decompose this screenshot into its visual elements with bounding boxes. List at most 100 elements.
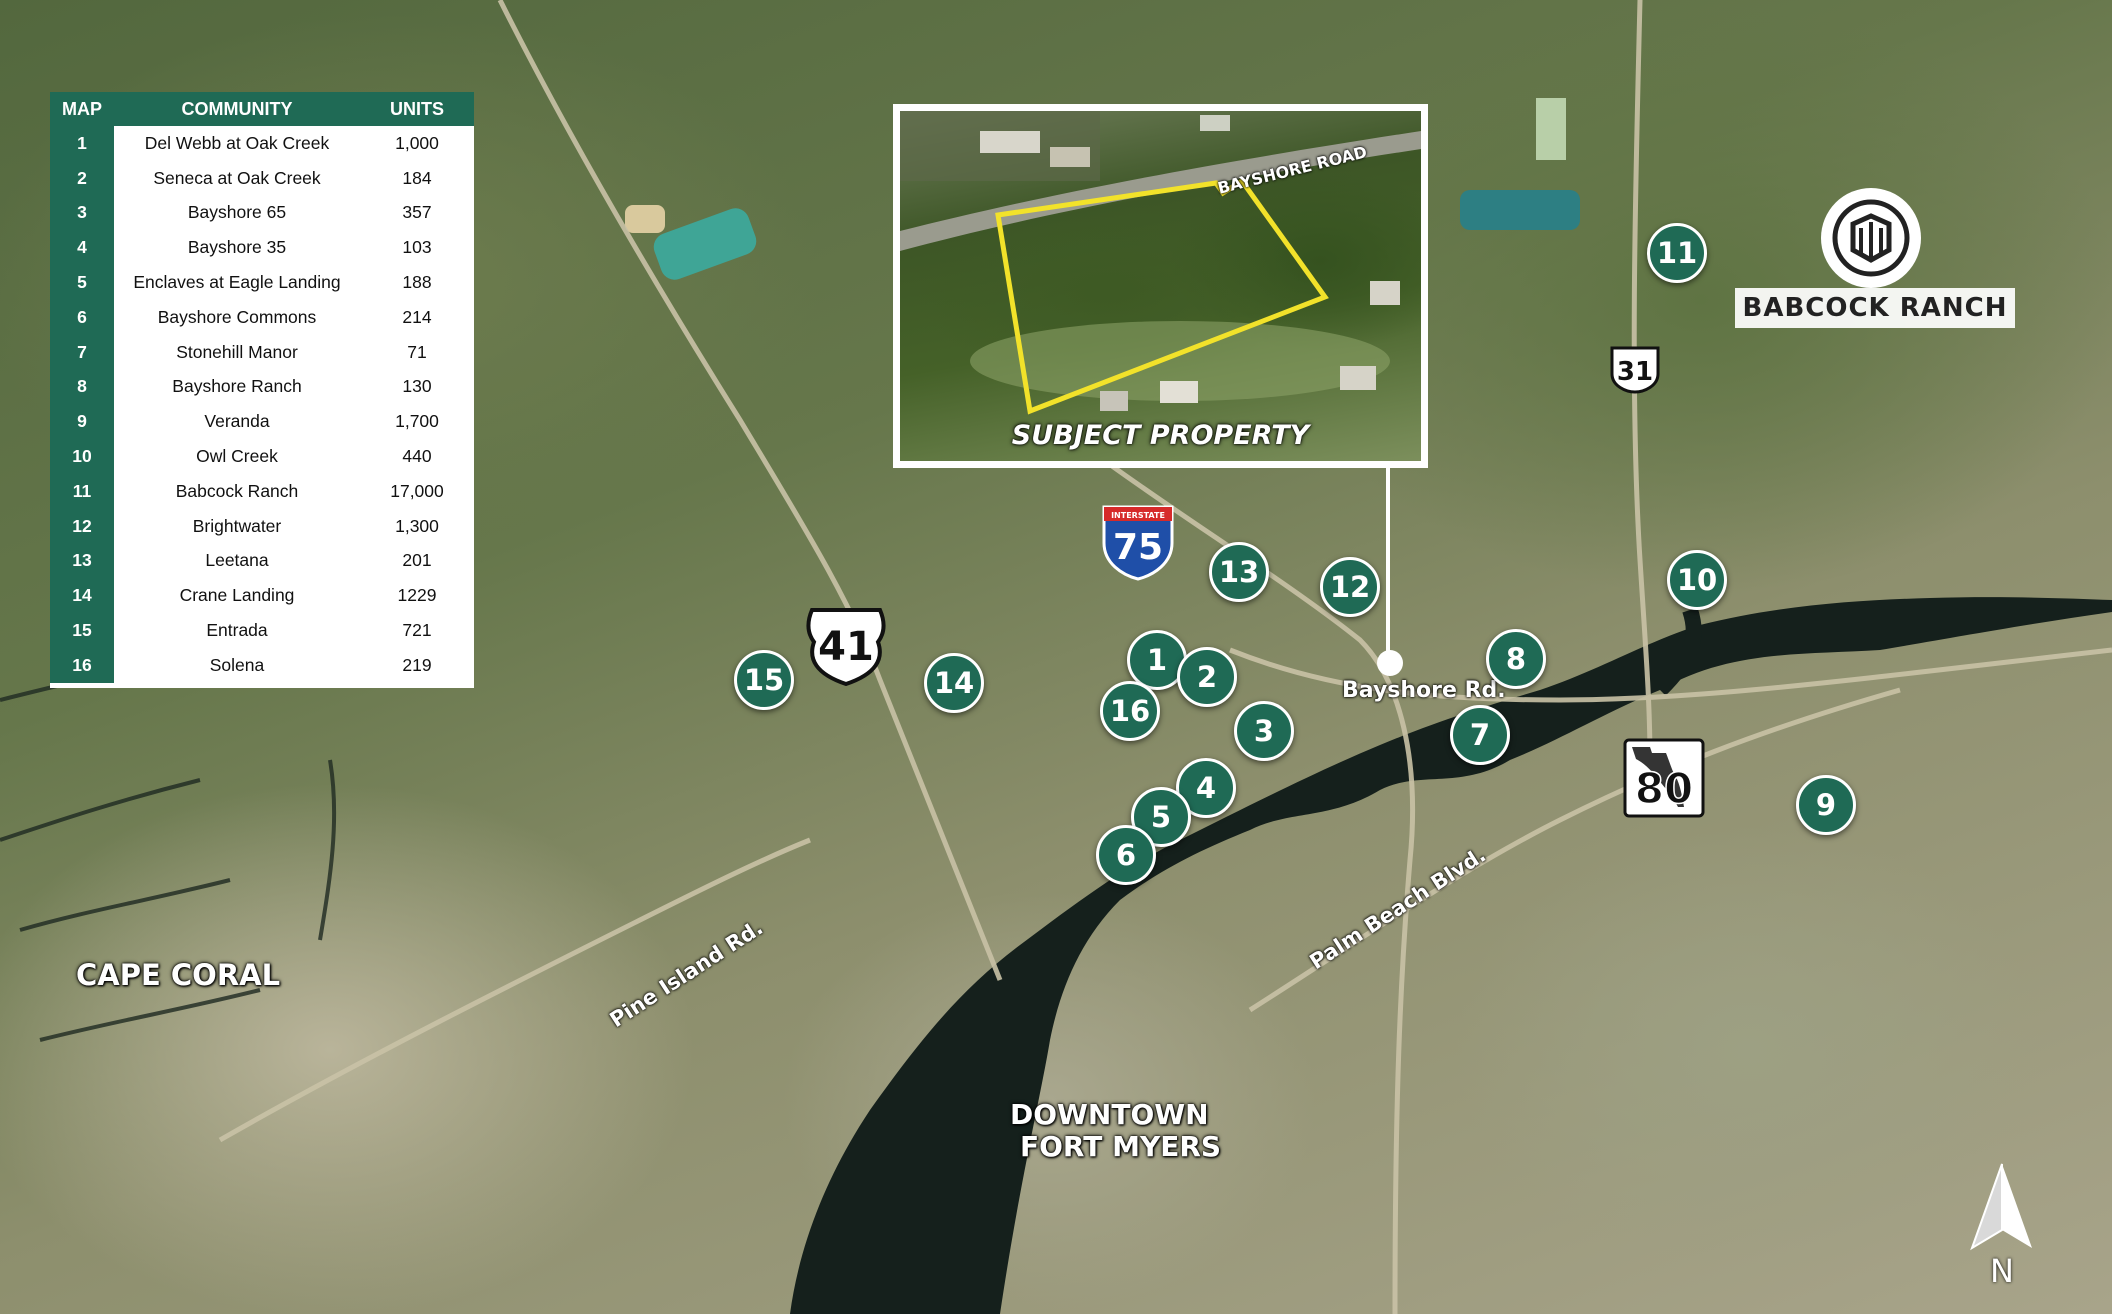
- legend-units: 201: [402, 550, 432, 571]
- legend-header: MAP COMMUNITY UNITS: [50, 92, 474, 126]
- map-marker-3[interactable]: 3: [1234, 701, 1294, 761]
- i75-shield: INTERSTATE 75: [1102, 505, 1174, 581]
- svg-text:INTERSTATE: INTERSTATE: [1111, 511, 1165, 520]
- legend-community: Stonehill Manor: [176, 341, 298, 362]
- legend-community: Bayshore 35: [187, 237, 287, 258]
- legend-community: Bayshore Commons: [157, 306, 317, 327]
- map-marker-10[interactable]: 10: [1667, 550, 1727, 610]
- legend-header-map: MAP: [62, 98, 102, 119]
- svg-text:80: 80: [1635, 764, 1693, 813]
- legend-units: 1,300: [395, 515, 439, 536]
- map-marker-7[interactable]: 7: [1450, 705, 1510, 765]
- legend-community: Entrada: [206, 620, 268, 641]
- north-arrow: N: [1962, 1160, 2042, 1290]
- legend-map-number: 9: [50, 404, 114, 440]
- legend-row: 10 Owl Creek 440: [50, 439, 474, 474]
- inset-aerial: [900, 111, 1421, 415]
- svg-text:31: 31: [1617, 357, 1653, 387]
- legend-header-units: UNITS: [390, 98, 444, 119]
- legend-units: 1,700: [395, 411, 439, 432]
- pine-island-road: [218, 837, 811, 1143]
- legend-units: 71: [407, 341, 427, 362]
- svg-text:75: 75: [1113, 527, 1163, 568]
- legend-units: 214: [402, 306, 432, 327]
- i75-road: [1003, 378, 1416, 1314]
- svg-text:41: 41: [818, 624, 874, 670]
- legend-map-number: 5: [50, 265, 114, 300]
- legend-community: Brightwater: [192, 515, 282, 536]
- babcock-ranch-name: BABCOCK RANCH: [1735, 288, 2015, 328]
- pond: [653, 208, 757, 280]
- map-marker-13[interactable]: 13: [1209, 542, 1269, 602]
- legend-header-community: COMMUNITY: [181, 98, 293, 119]
- legend-map-number: 16: [50, 647, 114, 683]
- legend-map-number: 4: [50, 230, 114, 266]
- property-boundary: [995, 177, 1329, 415]
- north-arrow-icon: [1970, 1163, 2032, 1251]
- legend-map-number: 10: [50, 439, 114, 474]
- map-marker-15[interactable]: 15: [734, 650, 794, 710]
- legend-units: 1229: [397, 585, 437, 606]
- map-marker-2[interactable]: 2: [1177, 647, 1237, 707]
- map-marker-12[interactable]: 12: [1320, 557, 1380, 617]
- legend-community: Owl Creek: [196, 446, 278, 467]
- legend-units: 103: [402, 237, 432, 258]
- map-marker-11[interactable]: 11: [1647, 223, 1707, 283]
- legend-map-number: 2: [50, 160, 114, 196]
- legend-map-number: 12: [50, 508, 114, 544]
- legend-community: Babcock Ranch: [175, 480, 299, 501]
- subject-property-inset[interactable]: BAYSHORE ROAD SUBJECT PROPERTY: [893, 104, 1428, 468]
- legend-row: 13 Leetana 201: [50, 543, 474, 579]
- legend-map-number: 15: [50, 613, 114, 648]
- legend-units: 188: [402, 272, 432, 293]
- legend-community: Veranda: [204, 411, 270, 432]
- legend-community: Bayshore Ranch: [172, 376, 302, 397]
- us41-road: [497, 0, 1003, 981]
- map-marker-9[interactable]: 9: [1796, 775, 1856, 835]
- legend-community: Solena: [209, 654, 265, 675]
- legend-units: 357: [402, 202, 432, 223]
- legend-map-number: 11: [50, 473, 114, 509]
- legend-map-number: 6: [50, 299, 114, 335]
- legend-map-number: 13: [50, 543, 114, 579]
- legend-row: 7 Stonehill Manor 71: [50, 334, 474, 370]
- pond: [1460, 190, 1580, 230]
- map-marker-16[interactable]: 16: [1100, 681, 1160, 741]
- legend-map-number: 3: [50, 195, 114, 231]
- map-marker-4[interactable]: 4: [1176, 758, 1236, 818]
- legend-map-number: 14: [50, 578, 114, 614]
- babcock-ranch-logo: BABCOCK RANCH: [1735, 188, 2015, 338]
- map-marker-6[interactable]: 6: [1096, 825, 1156, 885]
- legend-row: 6 Bayshore Commons 214: [50, 299, 474, 335]
- legend-map-number: 7: [50, 334, 114, 370]
- bayshore-road-label: Bayshore Rd.: [1342, 678, 1506, 703]
- sr31-road: [1631, 0, 1653, 761]
- sr80-shield: 80: [1623, 738, 1705, 818]
- subject-property-caption: SUBJECT PROPERTY: [1011, 420, 1310, 451]
- legend-community: Del Webb at Oak Creek: [144, 132, 330, 153]
- map-marker-8[interactable]: 8: [1486, 629, 1546, 689]
- legend-units: 440: [402, 446, 432, 467]
- legend-map-number: 1: [50, 126, 114, 161]
- bayshore-road: [1229, 647, 2112, 703]
- river-creek: [1654, 607, 1702, 696]
- downtown-label-line2: FORT MYERS: [1020, 1130, 1222, 1163]
- pond: [1536, 98, 1566, 160]
- map-marker-14[interactable]: 14: [924, 653, 984, 713]
- babcock-ranch-emblem-icon: [1821, 188, 1921, 288]
- sr31-shield: 31: [1610, 346, 1660, 394]
- cape-coral-label: CAPE CORAL: [76, 958, 281, 992]
- legend-community: Leetana: [205, 550, 269, 571]
- north-label: N: [1990, 1252, 2014, 1290]
- legend-units: 219: [402, 654, 432, 675]
- legend-map-number: 8: [50, 369, 114, 405]
